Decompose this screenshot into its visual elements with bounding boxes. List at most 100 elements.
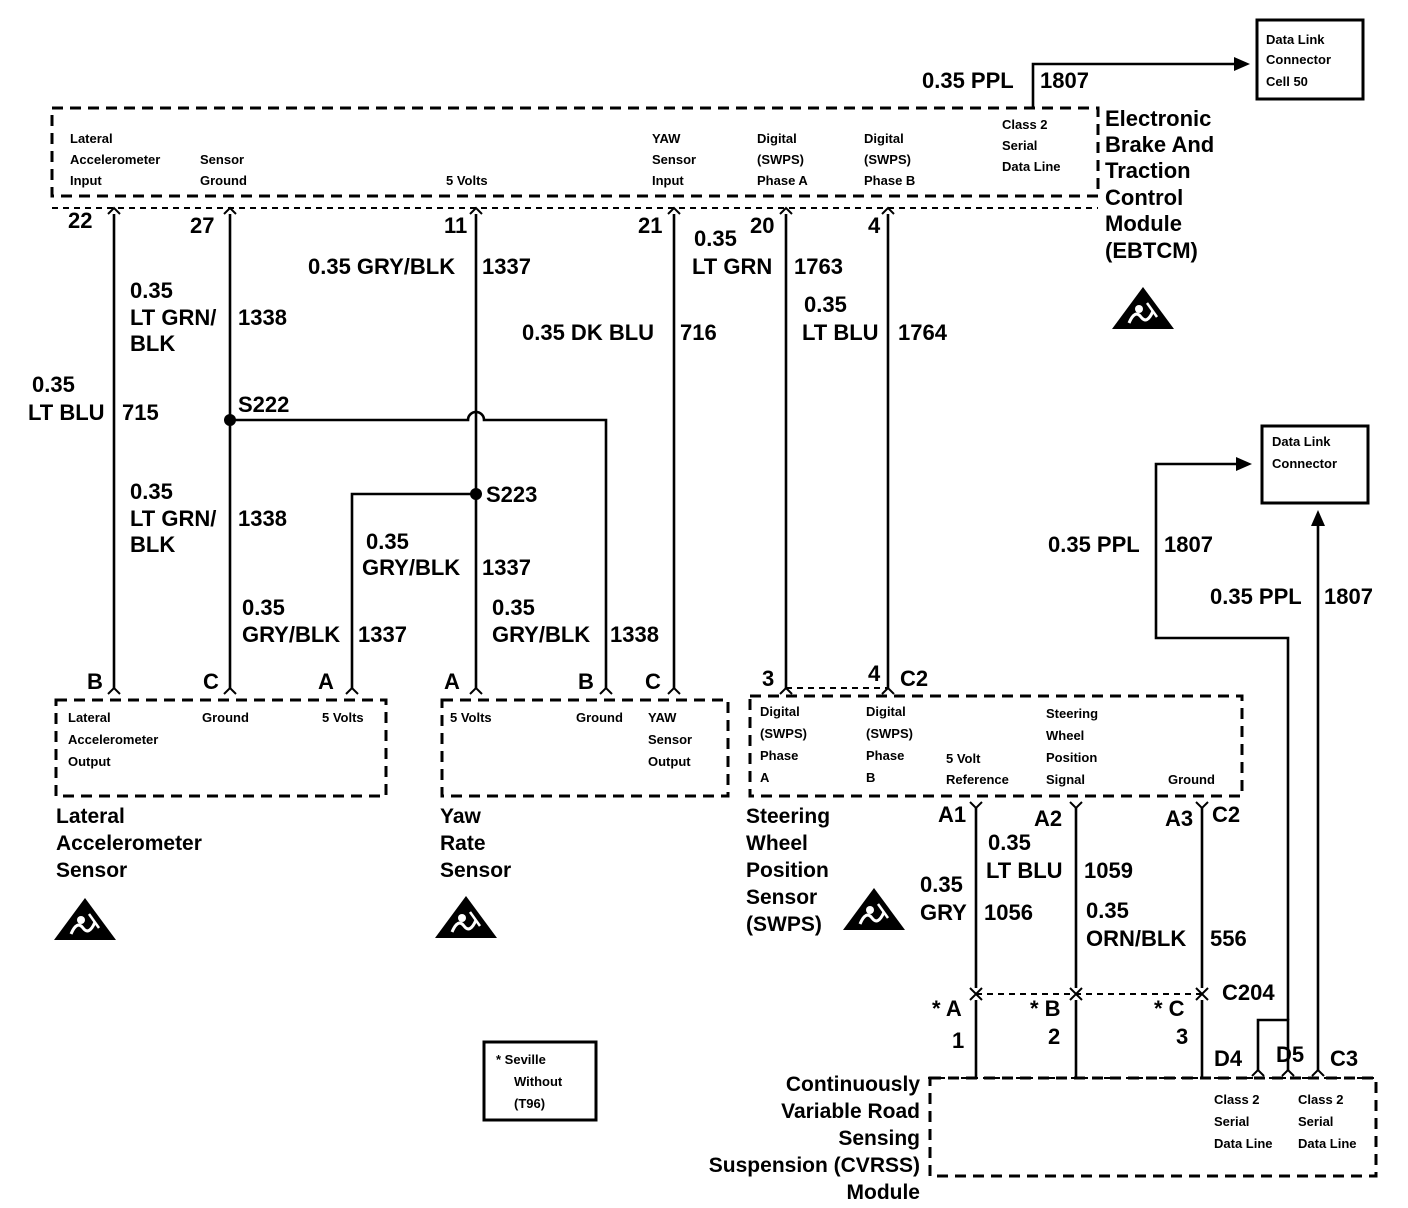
svg-text:Input: Input — [652, 173, 684, 188]
ebtcm-pin-27: 27 — [190, 213, 214, 238]
svg-text:(SWPS): (SWPS) — [757, 152, 804, 167]
wire-1807-d4 — [1154, 462, 1290, 1020]
swps-name: Steering Wheel Position Sensor (SWPS) — [746, 805, 830, 936]
svg-text:0.35: 0.35 — [130, 479, 173, 504]
svg-text:Data Link: Data Link — [1272, 434, 1331, 449]
wire-label-556: 0.35 ORN/BLK 556 — [1086, 898, 1247, 951]
ebtcm-pin-20: 20 — [750, 213, 774, 238]
ebtcm-pin-label-class2: Class 2 Serial Data Line — [1002, 117, 1061, 174]
svg-text:0.35: 0.35 — [492, 595, 535, 620]
svg-text:Wheel: Wheel — [1046, 728, 1084, 743]
ebtcm-pin-label-phase-a: Digital (SWPS) Phase A — [757, 131, 808, 188]
dlc-cell50-box — [1255, 18, 1365, 101]
svg-text:Reference: Reference — [946, 772, 1009, 787]
svg-text:(SWPS): (SWPS) — [866, 726, 913, 741]
dlc-right-box — [1260, 424, 1370, 505]
swps-pin-label-phase-b: Digital (SWPS) Phase B — [866, 704, 913, 785]
svg-text:0.35: 0.35 — [242, 595, 285, 620]
ebtcm-pin-4: 4 — [868, 213, 881, 238]
wire-label-1338-upper: 0.35 LT GRN/ BLK 1338 — [130, 278, 287, 356]
swps-outline — [748, 694, 1244, 798]
swps-pin-a3: A3 — [1165, 806, 1193, 831]
wire-1807-top — [1031, 62, 1238, 108]
ebtcm-module: Electronic Brake And Traction Control Mo… — [50, 106, 1214, 331]
c204-terminal-a-bottom — [969, 992, 983, 1001]
svg-text:Serial: Serial — [1002, 138, 1037, 153]
svg-text:Data Link: Data Link — [1266, 32, 1325, 47]
svg-text:Phase B: Phase B — [864, 173, 915, 188]
yaw-terminal-a — [469, 686, 483, 695]
cvrss-pin-d5: D5 — [1276, 1042, 1304, 1067]
svg-text:LT BLU: LT BLU — [986, 858, 1063, 883]
cvrss-pin-label-d5: Class 2 Serial Data Line — [1298, 1092, 1357, 1151]
swps-pin-label-ground: Ground — [1168, 772, 1215, 787]
wire-label-1764: 0.35 LT BLU 1764 — [802, 292, 948, 345]
svg-text:Brake And: Brake And — [1105, 132, 1214, 157]
wire-label-1807-top-circuit: 1807 — [1040, 68, 1089, 93]
svg-text:BLK: BLK — [130, 532, 175, 557]
svg-text:Position: Position — [746, 859, 829, 882]
c204-pin-a: * A — [932, 996, 962, 1021]
ebtcm-terminal-20 — [779, 206, 793, 215]
c204-terminal-c-bottom — [1195, 992, 1209, 1001]
yaw-pin-label-output: YAW Sensor Output — [648, 710, 692, 769]
lateral-sensor-name: Lateral Accelerometer Sensor — [56, 805, 202, 882]
yaw-pin-c: C — [645, 669, 661, 694]
svg-text:Phase A: Phase A — [757, 173, 808, 188]
svg-text:Class 2: Class 2 — [1298, 1092, 1344, 1107]
svg-text:(T96): (T96) — [514, 1096, 545, 1111]
svg-text:Serial: Serial — [1214, 1114, 1249, 1129]
cvrss-pin-d4: D4 — [1214, 1046, 1243, 1071]
swps-pin-a1: A1 — [938, 802, 966, 827]
c204-pin-1: 1 — [952, 1028, 964, 1053]
svg-text:1338: 1338 — [238, 506, 287, 531]
ebtcm-pin-11: 11 — [444, 213, 467, 238]
arrow-to-dlc-right-1 — [1236, 457, 1252, 471]
esd-sensitive-icon — [1110, 285, 1176, 331]
dlc-right: Data Link Connector — [1260, 424, 1370, 505]
connector-c204: C204 * A 1 * B 2 * C 3 — [932, 980, 1275, 1053]
svg-text:BLK: BLK — [130, 331, 175, 356]
ebtcm-pin-label-yaw: YAW Sensor Input — [652, 131, 696, 188]
svg-text:LT BLU: LT BLU — [28, 400, 105, 425]
svg-text:Phase: Phase — [866, 748, 904, 763]
cvrss-pin-label-d4: Class 2 Serial Data Line — [1214, 1092, 1273, 1151]
ebtcm-terminal-21 — [667, 206, 681, 215]
swps-terminal-3 — [779, 686, 793, 695]
yaw-rate-sensor: A B C 5 Volts Ground YAW Sensor Output Y… — [433, 669, 730, 940]
svg-text:Continuously: Continuously — [786, 1073, 920, 1096]
wire-label-1807-top-gauge: 0.35 PPL — [922, 68, 1014, 93]
swps-terminal-a3 — [1195, 801, 1209, 810]
svg-text:0.35: 0.35 — [988, 830, 1031, 855]
svg-text:Lateral: Lateral — [68, 710, 111, 725]
splice-s223: S223 — [486, 482, 537, 507]
svg-text:Data Line: Data Line — [1214, 1136, 1273, 1151]
svg-text:Lateral: Lateral — [70, 131, 113, 146]
svg-text:Steering: Steering — [746, 805, 830, 828]
c204-pin-2: 2 — [1048, 1024, 1060, 1049]
svg-text:Digital: Digital — [757, 131, 797, 146]
ebtcm-terminal-11 — [469, 206, 483, 215]
svg-text:Accelerometer: Accelerometer — [70, 152, 160, 167]
svg-text:Module: Module — [847, 1181, 921, 1204]
swps-pin-label-5v-ref: 5 Volt Reference — [946, 751, 1009, 787]
arrow-to-dlc-right-2 — [1311, 510, 1325, 526]
splice-s222: S222 — [238, 392, 289, 417]
svg-text:LT GRN/: LT GRN/ — [130, 506, 216, 531]
cvrss-pin-c3: C3 — [1330, 1046, 1358, 1071]
svg-text:Digital: Digital — [866, 704, 906, 719]
yaw-pin-a: A — [444, 669, 460, 694]
svg-text:LT GRN/: LT GRN/ — [130, 305, 216, 330]
note-seville: * Seville Without (T96) — [482, 1040, 598, 1122]
svg-text:0.35: 0.35 — [32, 372, 75, 397]
svg-text:(SWPS): (SWPS) — [746, 913, 822, 936]
svg-text:GRY/BLK: GRY/BLK — [492, 622, 590, 647]
note-box — [482, 1040, 598, 1122]
ebtcm-pin-21: 21 — [638, 213, 662, 238]
yaw-pin-label-ground: Ground — [576, 710, 623, 725]
svg-text:Data Line: Data Line — [1298, 1136, 1357, 1151]
svg-text:Sensing: Sensing — [838, 1127, 920, 1150]
swps-connector-c2-top: C2 — [900, 666, 928, 691]
ebtcm-pin-label-lateral: Lateral Accelerometer Input — [70, 131, 160, 188]
lateral-accelerometer-sensor: B C A Lateral Accelerometer Output Groun… — [52, 669, 388, 942]
